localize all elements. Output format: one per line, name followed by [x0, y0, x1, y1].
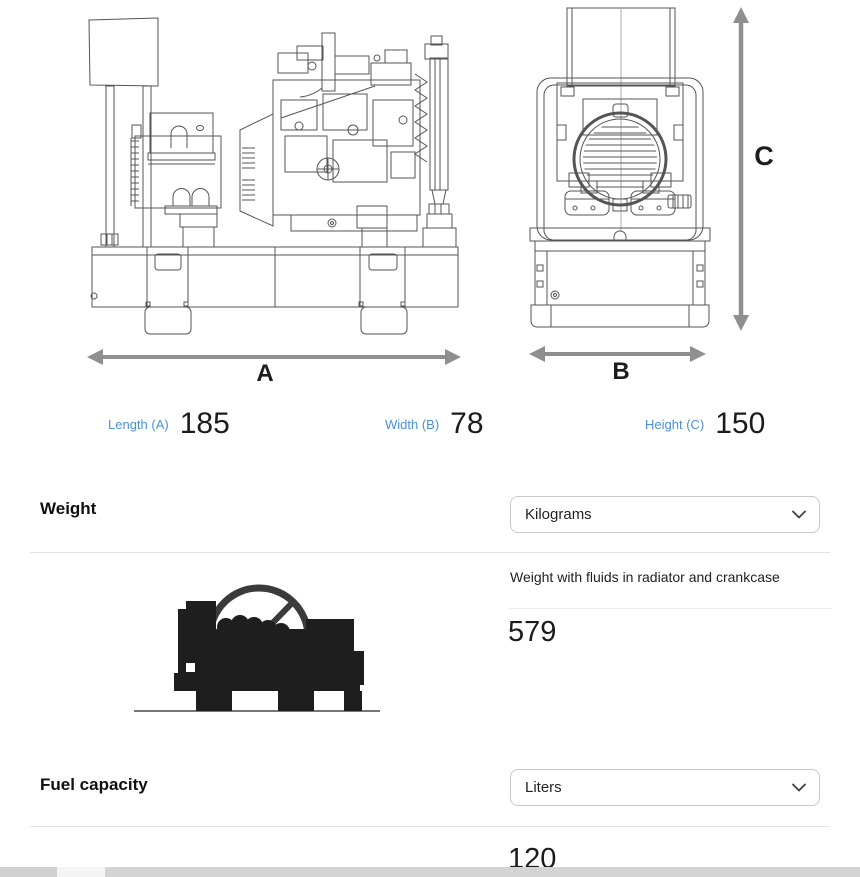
weight-spec-label: Weight with fluids in radiator and crank…	[510, 569, 780, 585]
dimension-length: Length (A) 185	[108, 409, 230, 439]
horizontal-scrollbar[interactable]	[0, 867, 860, 877]
divider	[30, 826, 830, 827]
dimension-letter-b: B	[612, 358, 630, 385]
height-arrow	[733, 7, 749, 331]
dimension-width-label: Width (B)	[385, 416, 440, 432]
chevron-down-icon	[792, 510, 806, 519]
fuel-unit-select[interactable]: Liters	[510, 769, 820, 806]
generator-side-view-drawing	[87, 17, 461, 365]
weight-unit-select[interactable]: Kilograms	[510, 496, 820, 533]
generator-weight-icon	[134, 584, 380, 712]
dimension-width: Width (B) 78	[385, 409, 484, 439]
fuel-unit-selected: Liters	[525, 779, 562, 796]
weight-spec-value: 579	[508, 616, 557, 648]
divider	[508, 608, 832, 609]
dimension-length-label: Length (A)	[108, 416, 169, 432]
scrollbar-track[interactable]	[105, 867, 860, 877]
fuel-capacity-heading: Fuel capacity	[40, 775, 148, 794]
scrollbar-segment-left[interactable]	[0, 867, 57, 877]
dimension-length-value: 185	[179, 407, 230, 440]
generator-front-view-drawing	[529, 7, 749, 362]
weight-unit-selected: Kilograms	[525, 506, 592, 523]
weight-heading: Weight	[40, 499, 97, 518]
dimension-letter-c: C	[754, 141, 774, 171]
dimension-letter-a: A	[256, 360, 274, 387]
dimension-height-label: Height (C)	[645, 416, 705, 432]
divider	[30, 552, 830, 553]
dimension-width-value: 78	[450, 407, 484, 440]
width-arrow	[529, 346, 706, 362]
dimension-height-value: 150	[715, 407, 766, 440]
chevron-down-icon	[792, 783, 806, 792]
dimension-height: Height (C) 150	[645, 409, 765, 439]
scrollbar-segment-middle	[57, 867, 105, 877]
length-arrow	[87, 349, 461, 365]
